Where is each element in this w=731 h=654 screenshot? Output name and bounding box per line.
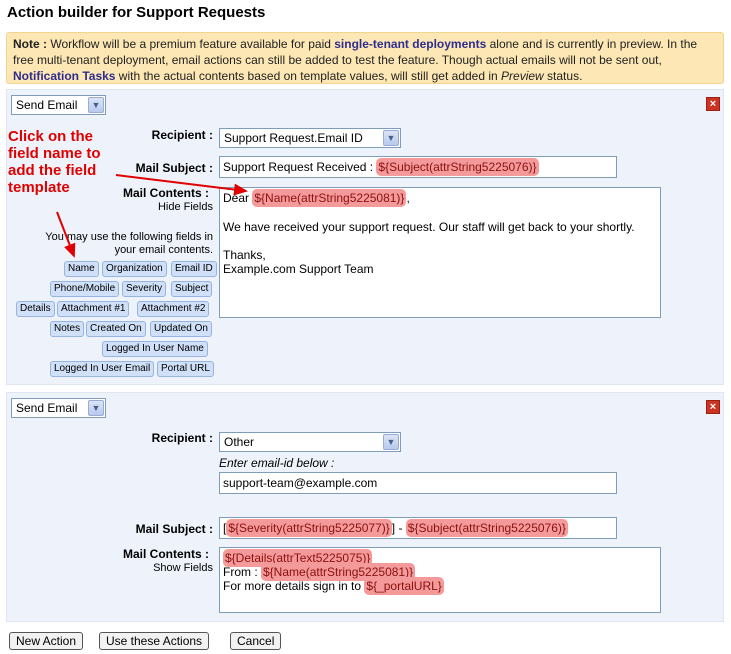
- help-line: your email contents.: [114, 244, 213, 256]
- field-template-tag: ${Name(attrString5225081)}: [252, 189, 407, 207]
- field-button-logged-in-user-email[interactable]: Logged In User Email: [50, 361, 155, 377]
- preview-note: Note : Workflow will be a premium featur…: [6, 32, 724, 84]
- field-button-notes[interactable]: Notes: [50, 321, 85, 337]
- mail-subject-label: Mail Subject :: [135, 522, 213, 536]
- body-line: Example.com Support Team: [223, 262, 374, 276]
- body-line: ${Details(attrText5225075)}: [223, 549, 657, 567]
- page-title: Action builder for Support Requests: [7, 4, 266, 21]
- field-button-email-id[interactable]: Email ID: [171, 261, 217, 277]
- body-line: For more details sign in to ${_portalURL…: [223, 577, 657, 595]
- notification-tasks-link[interactable]: Notification Tasks: [13, 69, 116, 83]
- remove-action-button[interactable]: ×: [706, 400, 720, 414]
- new-action-button[interactable]: New Action: [9, 632, 84, 650]
- body-line: From : ${Name(attrString5225081)}: [223, 563, 657, 581]
- field-template-tag: ${Severity(attrString5225077)}: [226, 519, 392, 537]
- body-text: For more details sign in to: [223, 579, 365, 593]
- subject-text: Support Request Received :: [223, 160, 377, 174]
- mail-contents-label: Mail Contents :: [123, 186, 209, 200]
- field-template-tag: ${Name(attrString5225081)}: [261, 563, 416, 581]
- note-text: Workflow will be a premium feature avail…: [47, 37, 335, 51]
- mail-contents-textarea[interactable]: ${Details(attrText5225075)} From : ${Nam…: [219, 547, 661, 613]
- chevron-down-icon: ▼: [383, 434, 399, 450]
- cancel-button[interactable]: Cancel: [230, 632, 282, 650]
- note-text: status.: [543, 69, 583, 83]
- chevron-down-icon: ▼: [88, 400, 104, 416]
- arrow-to-contents-icon: [115, 174, 248, 196]
- field-button-updated-on[interactable]: Updated On: [150, 321, 212, 337]
- field-button-portal-url[interactable]: Portal URL: [157, 361, 214, 377]
- annotation-line: field name to: [8, 145, 101, 162]
- field-template-tag: ${Subject(attrString5225076)}: [376, 158, 539, 176]
- field-button-attachment-1[interactable]: Attachment #1: [57, 301, 130, 317]
- field-button-name[interactable]: Name: [64, 261, 99, 277]
- single-tenant-link[interactable]: single-tenant deployments: [334, 37, 487, 51]
- chevron-down-icon: ▼: [383, 130, 399, 146]
- help-line: You may use the following fields in: [45, 231, 213, 243]
- recipient-select[interactable]: Other ▼: [219, 432, 401, 452]
- mail-subject-input[interactable]: [${Severity(attrString5225077)}] - ${Sub…: [219, 517, 617, 539]
- body-text: From :: [223, 565, 261, 579]
- annotation-line: add the field: [8, 162, 97, 179]
- field-template-tag: ${Details(attrText5225075)}: [223, 549, 373, 567]
- action-type-value: Send Email: [16, 401, 78, 415]
- field-button-phone[interactable]: Phone/Mobile: [50, 281, 120, 297]
- subject-text: [: [223, 521, 227, 535]
- recipient-label: Recipient :: [151, 128, 213, 142]
- body-line: We have received your support request. O…: [223, 220, 635, 234]
- recipient-value: Other: [224, 435, 255, 449]
- body-text: ,: [406, 191, 410, 205]
- hide-fields-link[interactable]: Hide Fields: [157, 201, 213, 213]
- action-type-value: Send Email: [16, 98, 78, 112]
- note-label: Note :: [13, 37, 47, 51]
- email-input[interactable]: support-team@example.com: [219, 472, 617, 494]
- subject-text: ] -: [391, 521, 406, 535]
- email-hint: Enter email-id below :: [219, 456, 335, 470]
- body-line: Thanks,: [223, 248, 266, 262]
- arrow-to-name-field-icon: [56, 211, 76, 258]
- field-button-created-on[interactable]: Created On: [86, 321, 146, 337]
- field-button-subject[interactable]: Subject: [171, 281, 213, 297]
- mail-subject-input[interactable]: Support Request Received : ${Subject(att…: [219, 156, 617, 178]
- mail-contents-label: Mail Contents :: [123, 547, 209, 561]
- recipient-value: Support Request.Email ID: [224, 131, 363, 145]
- mail-contents-textarea[interactable]: Dear ${Name(attrString5225081)}, We have…: [219, 187, 661, 318]
- field-button-attachment-2[interactable]: Attachment #2: [137, 301, 210, 317]
- chevron-down-icon: ▼: [88, 97, 104, 113]
- recipient-select[interactable]: Support Request.Email ID ▼: [219, 128, 401, 148]
- annotation-line: Click on the: [8, 128, 94, 145]
- action-panel-1: Send Email ▼ × Recipient : Support Reque…: [6, 89, 724, 385]
- note-text: alone and is currently in preview. In th…: [13, 37, 698, 67]
- field-template-tag: ${Subject(attrString5225076)}: [405, 519, 568, 537]
- annotation-line: template: [8, 179, 70, 196]
- action-type-select[interactable]: Send Email ▼: [11, 95, 106, 115]
- field-button-organization[interactable]: Organization: [102, 261, 167, 277]
- mail-subject-label: Mail Subject :: [135, 161, 213, 175]
- tutorial-annotation: Click on the field name to add the field…: [8, 128, 101, 196]
- action-type-select[interactable]: Send Email ▼: [11, 398, 106, 418]
- field-button-severity[interactable]: Severity: [122, 281, 167, 297]
- note-text: with the actual contents based on templa…: [115, 69, 502, 83]
- show-fields-link[interactable]: Show Fields: [153, 562, 213, 574]
- body-line: Dear ${Name(attrString5225081)},: [223, 189, 657, 207]
- use-these-actions-button[interactable]: Use these Actions: [99, 632, 210, 650]
- field-button-logged-in-user-name[interactable]: Logged In User Name: [102, 341, 208, 357]
- remove-action-button[interactable]: ×: [706, 97, 720, 111]
- recipient-label: Recipient :: [151, 431, 213, 445]
- note-preview-word: Preview: [501, 69, 544, 83]
- field-button-details[interactable]: Details: [16, 301, 55, 317]
- action-panel-2: Send Email ▼ × Recipient : Other ▼ Enter…: [6, 392, 724, 622]
- fields-help-text: You may use the following fields in your…: [27, 231, 213, 257]
- field-template-tag: ${_portalURL}: [364, 577, 444, 595]
